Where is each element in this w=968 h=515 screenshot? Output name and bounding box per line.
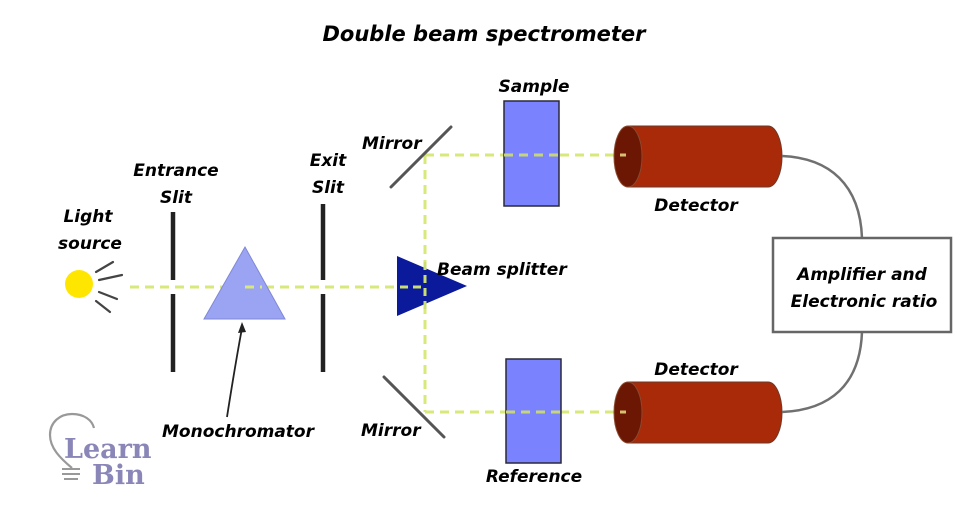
sample-label: Sample bbox=[499, 77, 570, 97]
light-rays bbox=[94, 260, 124, 314]
amplifier-label-2: Electronic ratio bbox=[791, 292, 938, 312]
exit-slit-label-2: Slit bbox=[312, 178, 345, 198]
arrow-head-icon bbox=[238, 322, 246, 333]
light-source-label-2: source bbox=[58, 234, 122, 254]
amplifier-label-1: Amplifier and bbox=[795, 265, 927, 285]
light-source bbox=[65, 260, 124, 314]
entrance-slit-label-2: Slit bbox=[160, 188, 193, 208]
sun-icon bbox=[65, 270, 93, 298]
beam-splitter bbox=[397, 256, 467, 316]
logo-text-bin: Bin bbox=[92, 460, 145, 491]
beam-splitter-label: Beam splitter bbox=[437, 260, 568, 280]
learnbin-logo: Learn Bin bbox=[48, 412, 152, 491]
amplifier-box bbox=[771, 236, 953, 334]
lightbulb-icon bbox=[48, 412, 96, 469]
diagram-title: Double beam spectrometer bbox=[322, 22, 647, 46]
detector-top-label: Detector bbox=[654, 196, 739, 216]
entrance-slit-label-1: Entrance bbox=[133, 161, 218, 181]
mirror-bottom bbox=[382, 375, 446, 439]
light-source-label-1: Light bbox=[63, 207, 113, 227]
reference-label: Reference bbox=[486, 467, 582, 487]
exit-slit-label-1: Exit bbox=[310, 151, 347, 171]
lightbulb-base-icon bbox=[62, 468, 80, 480]
monochromator-pointer bbox=[226, 327, 243, 418]
mirror-bottom-label: Mirror bbox=[361, 421, 422, 441]
logo-text-learn: Learn bbox=[64, 434, 152, 465]
mirror-top-label: Mirror bbox=[362, 134, 423, 154]
prism bbox=[203, 245, 286, 320]
monochromator-label: Monochromator bbox=[162, 422, 316, 442]
mirror-top bbox=[389, 125, 453, 189]
wire-top bbox=[781, 154, 864, 239]
detector-top bbox=[613, 125, 783, 188]
detector-bottom bbox=[613, 381, 783, 444]
detector-bottom-label: Detector bbox=[654, 360, 739, 380]
wire-bottom bbox=[781, 331, 864, 414]
